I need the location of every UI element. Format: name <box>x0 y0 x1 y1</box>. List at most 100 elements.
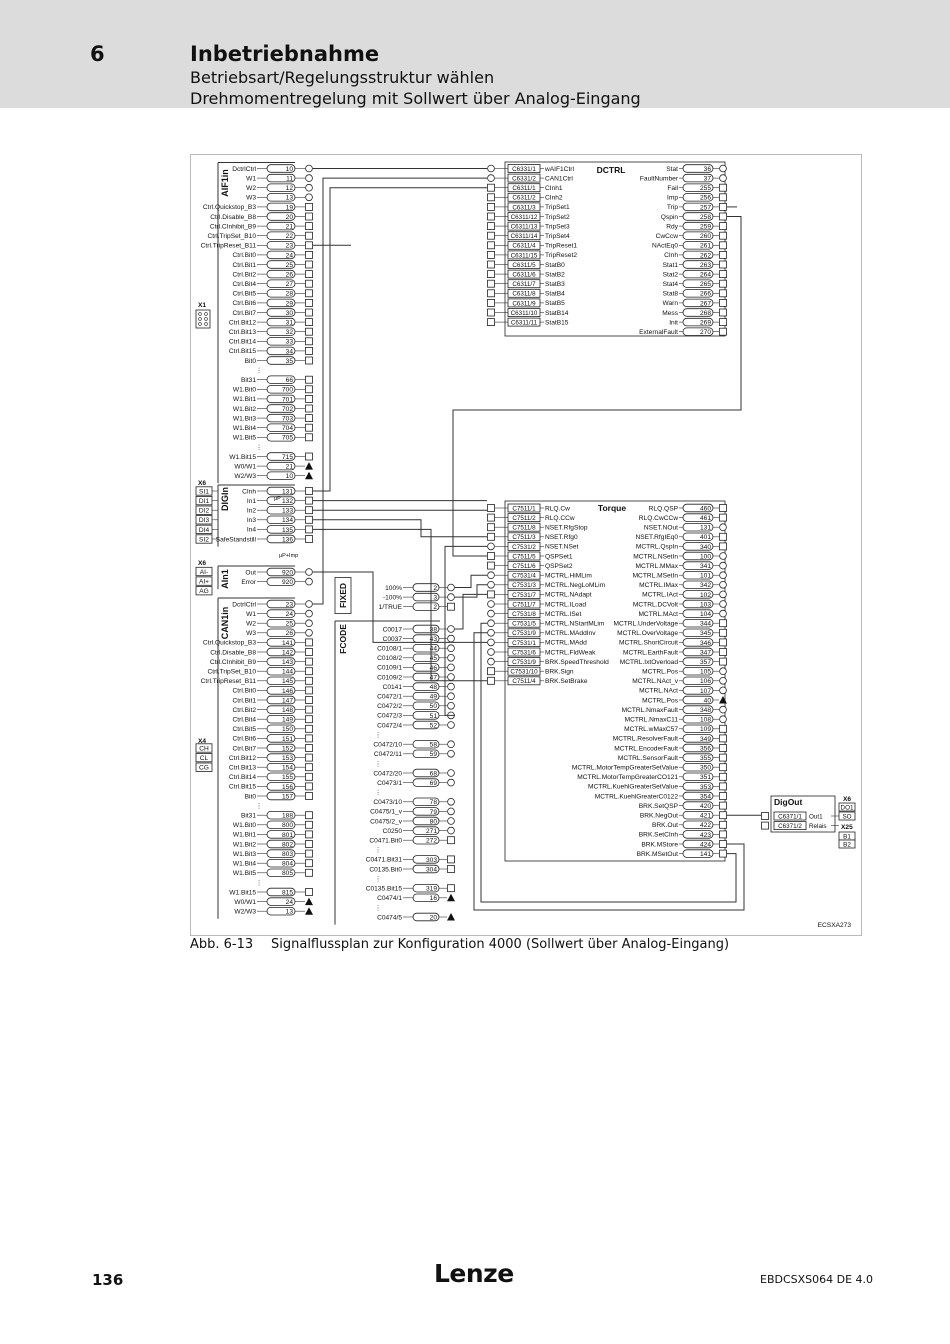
torque-input-label: MCTRL.NStartMLim <box>545 621 605 628</box>
torque-output-label: MCTRL.ResolverFault <box>613 736 678 743</box>
ain1-port-label: AI- <box>200 569 208 576</box>
aif1in-row-digital-connector <box>305 212 313 221</box>
dctrl-input-digital-connector <box>487 260 495 269</box>
torque-output-digital-connector <box>719 830 727 839</box>
torque-output-code: 108 <box>700 717 711 724</box>
torque-output-code: 353 <box>700 784 711 791</box>
dctrl-output-digital-connector <box>719 222 727 230</box>
aif1in-row-digital-connector <box>305 385 313 394</box>
torque-output-digital-connector <box>719 504 727 512</box>
torque-input-label: MCTRL.ISet <box>545 611 581 618</box>
aif1in-row-analog-connector <box>305 164 313 173</box>
aif1in-row-code: 30 <box>286 310 294 317</box>
can1in-row-label: Ctrl.Bit0 <box>233 688 257 695</box>
can1in-port-label: CL <box>200 755 209 762</box>
aif1in-row-digital-connector <box>305 394 313 403</box>
fcode-row-code: 51 <box>430 713 438 720</box>
torque-input-code: C7531/5 <box>512 621 536 628</box>
torque-output-analog-connector <box>719 561 727 570</box>
torque-output-label: MCTRL.KuehlGreaterC0122 <box>595 793 679 800</box>
x1-connector-pin <box>198 317 202 321</box>
can1in-row-code: 803 <box>282 851 293 858</box>
aif1in-row-code: 32 <box>286 329 294 336</box>
dctrl-output-code: 267 <box>700 300 711 307</box>
torque-input-code: C7531/9 <box>512 659 536 666</box>
digout-input-code-box <box>773 821 807 830</box>
torque-output-code: 348 <box>700 707 711 714</box>
torque-input-code: C7531/4 <box>512 573 536 580</box>
aif1in-row-label: W2 <box>246 185 256 192</box>
dctrl-output-code: 258 <box>700 214 711 221</box>
torque-output-code: 355 <box>700 755 711 762</box>
can1in-row-label: Bit31 <box>241 813 256 820</box>
dctrl-input-code: C6311/10 <box>511 310 538 317</box>
aif1in-row-code: 23 <box>286 243 294 250</box>
aif1in-row-label: Ctrl.Bit1 <box>233 262 257 269</box>
torque-output-code: 102 <box>700 592 711 599</box>
dctrl-output-code: 264 <box>700 272 711 279</box>
dctrl-input-digital-connector <box>487 212 495 221</box>
can1in-row-angle-connector <box>305 907 313 915</box>
torque-output-label: MCTRL.IxtOverload <box>620 659 679 666</box>
can1in-row-digital-connector <box>305 715 313 724</box>
can1in-row-code: 157 <box>282 793 293 800</box>
fcode-row-analog-connector <box>447 653 455 662</box>
torque-output-label: MCTRL.NAct_v <box>632 678 678 685</box>
can1in-row-digital-connector <box>305 772 313 781</box>
fcode-row-code: 46 <box>430 665 438 672</box>
dctrl-input-label: TripSet3 <box>545 223 570 230</box>
wire-torque-msetout <box>480 622 737 903</box>
can1in-row-digital-connector <box>305 724 313 733</box>
torque-output-label: MCTRL.Pos <box>642 697 679 704</box>
fcode-row-code: 272 <box>426 838 437 845</box>
torque-output-label: MCTRL.Pos <box>642 669 679 676</box>
fcode-row-label: C0472/1 <box>377 694 402 701</box>
can1in-row-label: W1.Bit2 <box>233 841 256 848</box>
fixed-row-digital-connector <box>447 602 455 611</box>
torque-output-code: 109 <box>700 726 711 733</box>
x6-connector-label: X6 <box>198 480 206 487</box>
fcode-row-analog-connector <box>447 625 455 633</box>
fcode-row-code: 48 <box>430 684 438 691</box>
aif1in-row-code: 34 <box>286 348 294 355</box>
torque-output-code: 461 <box>700 515 711 522</box>
torque-output-label: MCTRL.MotorTempGreaterSetValue <box>572 765 678 772</box>
aif1in-row-digital-connector <box>305 356 313 365</box>
torque-output-label: MCTRL.SensorFault <box>618 755 678 762</box>
dctrl-output-code: 256 <box>700 195 711 202</box>
digin-row-label: In2 <box>247 508 256 515</box>
torque-input-label: MCTRL.FldWeak <box>545 649 596 656</box>
dctrl-input-label: TripSet2 <box>545 214 570 221</box>
torque-output-label: RLQ.QSP <box>649 505 679 512</box>
fcode-row-label: C0473/1 <box>377 780 402 787</box>
torque-input-code: C7531/3 <box>512 582 536 589</box>
torque-output-label: BRK.Out <box>652 822 678 829</box>
aif1in-row-code: 705 <box>282 435 293 442</box>
torque-output-digital-connector <box>719 638 727 647</box>
torque-output-code: 401 <box>700 534 711 541</box>
fcode-row-code: 304 <box>426 866 437 873</box>
torque-output-label: MCTRL.NmaxC11 <box>625 717 679 724</box>
aif1in-row-digital-connector <box>305 251 313 259</box>
can1in-row-label: Ctrl.Bit13 <box>229 765 256 772</box>
aif1in-row-angle-connector <box>305 471 313 480</box>
can1in-row-digital-connector <box>305 648 313 656</box>
fcode-row-ellipsis: ⋮ <box>375 905 382 912</box>
can1in-row-digital-connector <box>305 868 313 877</box>
torque-output-label: MCTRL.wMaxC57 <box>624 726 678 733</box>
can1in-port-box <box>195 753 213 763</box>
torque-output-label: MCTRL.EncoderFault <box>614 745 678 752</box>
dctrl-input-code: C6311/7 <box>512 281 536 288</box>
torque-output-label: MCTRL.KuehlGreaterSetValue <box>588 784 678 791</box>
can1in-row-label: DctrlCtrl <box>232 601 256 608</box>
can1in-row-digital-connector <box>305 811 313 820</box>
torque-output-digital-connector <box>719 724 727 733</box>
digin-row-digital-connector <box>305 487 313 495</box>
aif1in-row-label: Ctrl.TripReset_B11 <box>201 243 257 250</box>
can1in-row-label: W1.Bit1 <box>233 832 256 839</box>
torque-input-digital-connector <box>487 676 495 685</box>
dctrl-input-label: StatB3 <box>545 281 565 288</box>
torque-output-code: 357 <box>700 659 711 666</box>
torque-output-label: MCTRL.IAct <box>642 592 678 599</box>
torque-output-digital-connector <box>719 820 727 829</box>
